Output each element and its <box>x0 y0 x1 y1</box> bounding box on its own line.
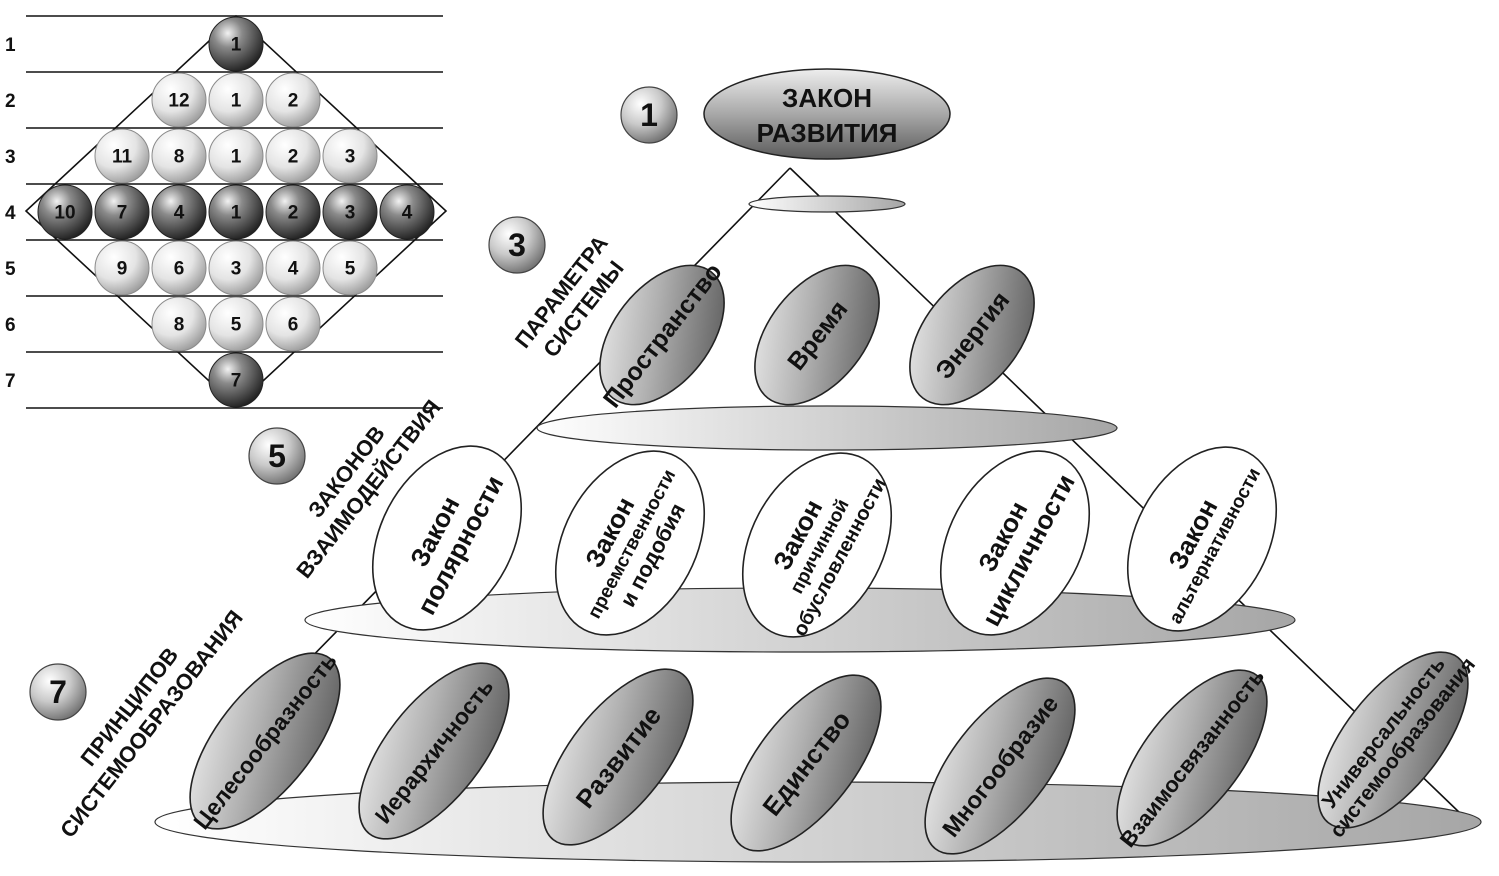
top-law-oval: ЗАКОН РАЗВИТИЯ <box>703 68 951 160</box>
diamond-row-label: 6 <box>5 315 16 336</box>
svg-text:3: 3 <box>345 203 356 224</box>
diamond-ball: 4 <box>265 240 321 296</box>
svg-text:5: 5 <box>345 259 356 280</box>
level-number-5: 5 <box>248 427 306 485</box>
diamond-ball: 2 <box>265 184 321 240</box>
svg-text:3: 3 <box>508 227 526 263</box>
diamond-ball: 4 <box>379 184 435 240</box>
diamond-ball: 7 <box>208 352 264 408</box>
diamond-ball: 5 <box>322 240 378 296</box>
svg-text:2: 2 <box>288 203 299 224</box>
svg-text:4: 4 <box>174 203 185 224</box>
diamond-row-label: 3 <box>5 147 16 168</box>
diamond-row-label: 1 <box>5 35 16 56</box>
svg-text:3: 3 <box>231 259 242 280</box>
svg-text:7: 7 <box>231 371 242 392</box>
svg-text:10: 10 <box>54 203 75 224</box>
svg-text:5: 5 <box>231 315 242 336</box>
svg-text:7: 7 <box>117 203 128 224</box>
svg-text:3: 3 <box>345 147 356 168</box>
svg-text:1: 1 <box>231 35 242 56</box>
svg-text:1: 1 <box>231 91 242 112</box>
diamond-ball: 6 <box>151 240 207 296</box>
diamond-ball: 12 <box>151 72 207 128</box>
diamond-ball: 8 <box>151 296 207 352</box>
svg-text:7: 7 <box>49 674 67 710</box>
pyramid-right-edge <box>789 167 1463 816</box>
svg-text:1: 1 <box>231 147 242 168</box>
svg-text:5: 5 <box>268 438 286 474</box>
diamond-ball: 9 <box>94 240 150 296</box>
level-3-item-oval: Время <box>754 264 880 406</box>
level-number-7: 7 <box>29 663 87 721</box>
level-3-item-oval: Пространство <box>598 258 728 413</box>
diamond-ball: 1 <box>208 16 264 72</box>
svg-text:6: 6 <box>288 315 299 336</box>
disc-top <box>748 195 906 213</box>
diamond-ball: 6 <box>265 296 321 352</box>
level-3-item-oval: Энергия <box>909 264 1035 406</box>
top-law-line-2: РАЗВИТИЯ <box>757 118 898 148</box>
diamond-ball: 4 <box>151 184 207 240</box>
diamond-ball: 3 <box>208 240 264 296</box>
diamond-ball: 1 <box>208 72 264 128</box>
diamond-ball: 2 <box>265 128 321 184</box>
svg-text:11: 11 <box>112 147 133 168</box>
diamond-ball: 3 <box>322 184 378 240</box>
diamond-ball: 11 <box>94 128 150 184</box>
diamond-ball: 7 <box>94 184 150 240</box>
svg-text:9: 9 <box>117 259 128 280</box>
svg-text:2: 2 <box>288 91 299 112</box>
diamond-ball: 10 <box>37 184 93 240</box>
diamond-ball: 1 <box>208 184 264 240</box>
top-law-line-1: ЗАКОН <box>782 83 872 113</box>
diamond-row-label: 5 <box>5 259 16 280</box>
svg-text:4: 4 <box>402 203 413 224</box>
svg-text:1: 1 <box>640 97 658 133</box>
diamond-ball: 1 <box>208 128 264 184</box>
svg-text:6: 6 <box>174 259 185 280</box>
svg-text:12: 12 <box>168 91 189 112</box>
svg-text:1: 1 <box>231 203 242 224</box>
diamond-ball: 8 <box>151 128 207 184</box>
level-number-3: 3 <box>488 216 546 274</box>
level-7-item-oval: Развитие <box>542 668 694 846</box>
level-7-item-oval: Целесообразность <box>188 648 342 834</box>
level-number-1: 1 <box>620 86 678 144</box>
diamond-ball: 5 <box>208 296 264 352</box>
svg-text:4: 4 <box>288 259 299 280</box>
svg-text:2: 2 <box>288 147 299 168</box>
diamond-ball: 2 <box>265 72 321 128</box>
diamond-row-label: 4 <box>5 203 16 224</box>
disc-level-3 <box>536 405 1118 451</box>
diamond-ball: 3 <box>322 128 378 184</box>
svg-text:8: 8 <box>174 147 185 168</box>
diamond-row-label: 2 <box>5 91 16 112</box>
diamond-row-label: 7 <box>5 371 16 392</box>
svg-text:8: 8 <box>174 315 185 336</box>
